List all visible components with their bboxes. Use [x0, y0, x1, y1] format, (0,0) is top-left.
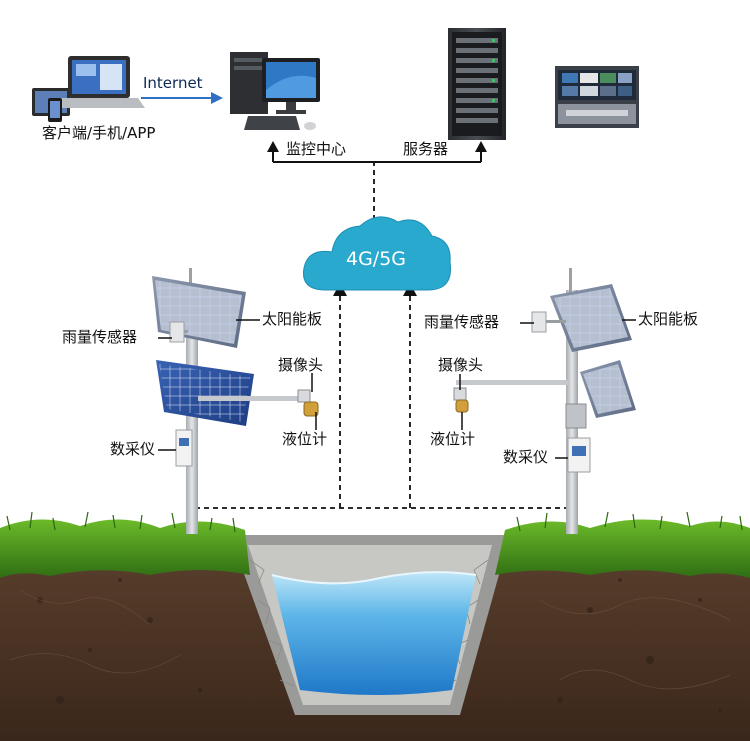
- right-solar-panel-top: [550, 284, 632, 352]
- right-level-label: 液位计: [430, 430, 476, 448]
- internet-label: Internet: [143, 74, 203, 92]
- left-camera-label: 摄像头: [278, 356, 324, 374]
- left-arm: [198, 396, 310, 401]
- left-solar-panel-bottom: [156, 360, 254, 426]
- left-solar-panel-top: [152, 276, 246, 348]
- right-solar-label: 太阳能板: [638, 310, 699, 328]
- right-station: [453, 268, 636, 534]
- server-label: 服务器: [403, 140, 449, 158]
- left-rain-label: 雨量传感器: [62, 328, 138, 346]
- client-label: 客户端/手机/APP: [42, 124, 156, 142]
- soil-roots: [9, 589, 731, 690]
- water-surface: [271, 571, 477, 585]
- monitor-arrowhead: [267, 141, 279, 152]
- client-devices-icon: [32, 56, 145, 122]
- cloud-label: 4G/5G: [346, 248, 407, 270]
- left-camera-icon: [297, 389, 311, 403]
- right-logger-label: 数采仪: [503, 448, 549, 466]
- right-rain-label: 雨量传感器: [424, 313, 500, 331]
- right-camera-label: 摄像头: [438, 356, 484, 374]
- right-arm: [456, 380, 568, 385]
- server-rack-icon: [448, 28, 506, 140]
- grass: [0, 511, 750, 578]
- left-station: [152, 268, 319, 534]
- right-solar-panel-bottom: [580, 360, 636, 418]
- left-pole: [186, 320, 198, 534]
- internet-arrowhead: [211, 92, 223, 104]
- left-level-meter-icon: [303, 401, 319, 417]
- control-room-photo: [555, 66, 639, 128]
- right-level-meter-icon: [455, 399, 469, 413]
- right-data-logger-icon: [565, 403, 591, 473]
- left-level-label: 液位计: [282, 430, 328, 448]
- soil-texture: [37, 578, 722, 712]
- cloud-icon: [302, 216, 452, 291]
- grass-left: [0, 519, 250, 578]
- left-data-logger-icon: [175, 429, 193, 467]
- monitor-center-label: 监控中心: [286, 140, 347, 158]
- server-arrowhead: [475, 141, 487, 152]
- label-leaders: [158, 319, 636, 459]
- water-channel: [230, 535, 510, 715]
- water-body: [272, 572, 476, 695]
- grass-right: [495, 519, 750, 578]
- left-solar-label: 太阳能板: [262, 310, 323, 328]
- right-rain-gauge-icon: [531, 311, 547, 333]
- left-logger-label: 数采仪: [110, 440, 156, 458]
- monitor-center-pc-icon: [230, 52, 320, 130]
- left-rain-gauge-icon: [169, 321, 185, 343]
